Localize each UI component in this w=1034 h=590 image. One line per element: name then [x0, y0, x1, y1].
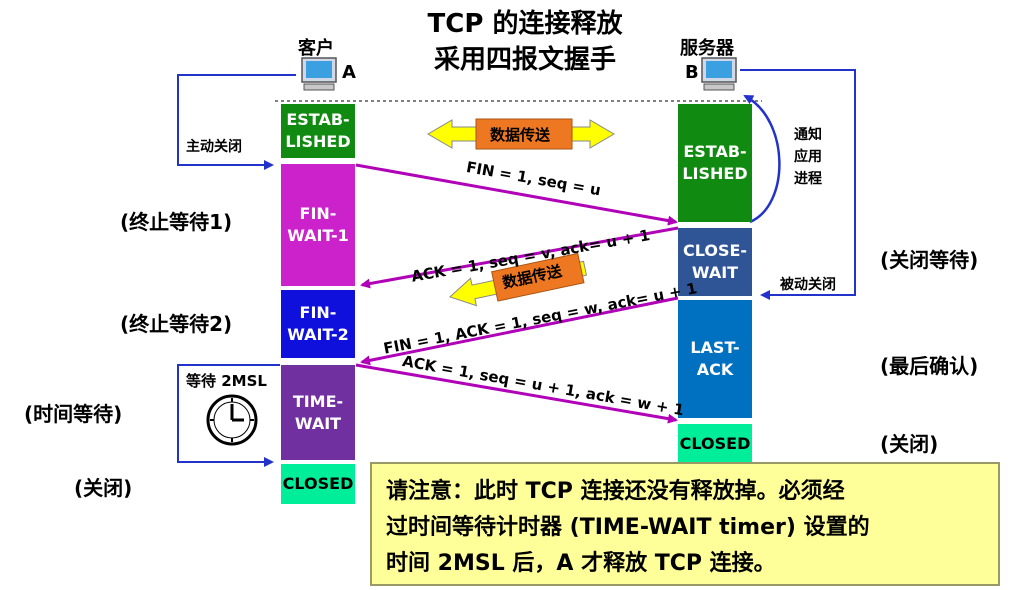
passive-close-arrow — [740, 69, 856, 300]
data-transfer-label-top: 数据传送 — [490, 126, 551, 144]
wait-2msl-label: 等待 2MSL — [186, 372, 267, 390]
message-arrow-3 — [360, 296, 679, 366]
data-transfer-arrow-middle — [449, 252, 588, 307]
client-state-closed: CLOSED — [281, 464, 355, 504]
passive-close-label: 被动关闭 — [780, 277, 836, 293]
message-arrow-1 — [355, 163, 678, 226]
client-state-established: ESTAB- LISHED — [281, 104, 355, 158]
server-state-close-wait: CLOSE- WAIT — [678, 228, 752, 296]
client-state-fin-wait-2: FIN- WAIT-2 — [281, 290, 355, 358]
client-name: 客户 — [298, 38, 334, 59]
server-state-closed: CLOSED — [678, 424, 752, 464]
active-close-arrow — [177, 74, 296, 170]
label-fin-wait-1: (终止等待1) — [120, 210, 233, 234]
note-line-1: 请注意：此时 TCP 连接还没有释放掉。必须经 — [386, 479, 845, 504]
label-last-ack: (最后确认) — [880, 354, 979, 378]
label-fin-wait-2: (终止等待2) — [120, 312, 233, 336]
wait-2msl-arrow — [177, 364, 280, 467]
server-state-established: ESTAB- LISHED — [678, 104, 752, 222]
note-line-2: 过时间等待计时器 (TIME-WAIT timer) 设置的 — [386, 515, 870, 540]
title-line-1: TCP 的连接释放 — [427, 9, 623, 39]
client-state-time-wait: TIME- WAIT — [281, 365, 355, 460]
server-letter: B — [685, 62, 699, 83]
label-close-wait: (关闭等待) — [880, 248, 979, 272]
server-state-last-ack: LAST- ACK — [678, 300, 752, 418]
server-computer-icon — [701, 57, 737, 91]
label-time-wait: (时间等待) — [24, 402, 123, 426]
notify-app-arrow — [743, 94, 781, 224]
clock-icon — [206, 394, 258, 446]
active-close-label: 主动关闭 — [186, 139, 242, 155]
title-line-2: 采用四报文握手 — [433, 45, 616, 75]
message-arrow-2 — [360, 226, 679, 289]
label-closed-server: (关闭) — [880, 432, 939, 456]
label-closed-client: (关闭) — [74, 476, 133, 500]
server-name: 服务器 — [680, 38, 734, 59]
message-arrow-4 — [355, 363, 678, 424]
client-computer-icon — [301, 57, 337, 91]
client-letter: A — [342, 62, 356, 83]
note-line-3: 时间 2MSL 后，A 才释放 TCP 连接。 — [386, 551, 776, 576]
client-state-fin-wait-1: FIN- WAIT-1 — [281, 164, 355, 286]
data-transfer-arrow-top — [427, 118, 615, 150]
note-box: 请注意：此时 TCP 连接还没有释放掉。必须经 过时间等待计时器 (TIME-W… — [370, 462, 1000, 586]
notify-app-label: 通知 应用 进程 — [794, 127, 822, 187]
